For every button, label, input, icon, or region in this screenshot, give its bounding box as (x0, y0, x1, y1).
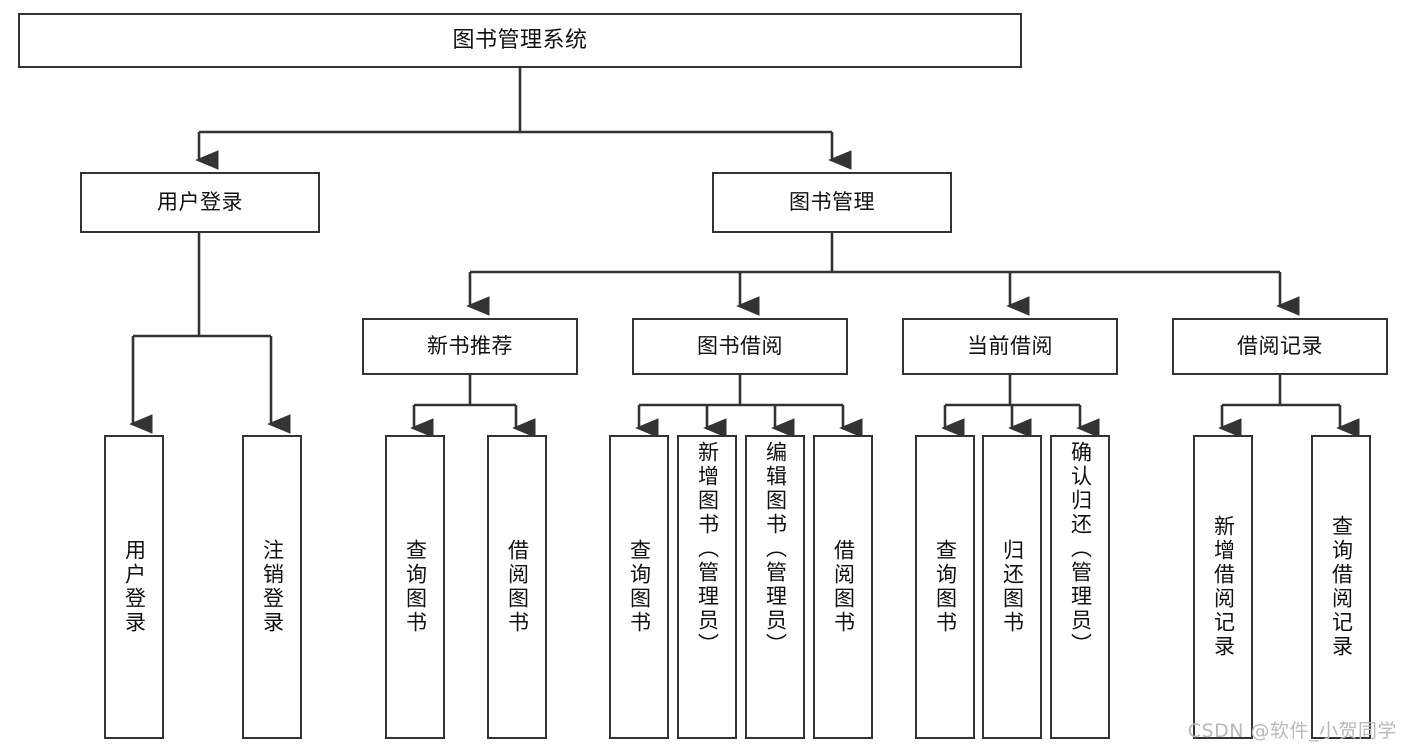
node-new-book-recommend-label: 新书推荐 (427, 334, 513, 359)
node-book-manage-label: 图书管理 (789, 190, 875, 215)
leaf-current-borrow-3[interactable]: 确认归还（管理员） (1050, 435, 1110, 739)
node-book-borrow-label: 图书借阅 (697, 334, 783, 359)
leaf-borrow-record-2[interactable]: 查询借阅记录 (1311, 435, 1371, 739)
node-book-manage[interactable]: 图书管理 (712, 172, 952, 233)
node-borrow-record[interactable]: 借阅记录 (1172, 318, 1388, 375)
node-user-login-label: 用户登录 (157, 190, 243, 215)
leaf-book-borrow-2[interactable]: 新增图书（管理员） (677, 435, 737, 739)
leaf-user-login-1[interactable]: 用户登录 (104, 435, 164, 739)
leaf-user-login-1-label: 用户登录 (122, 539, 147, 635)
leaf-new-book-2[interactable]: 借阅图书 (487, 435, 547, 739)
leaf-new-book-1-label: 查询图书 (403, 539, 428, 635)
leaf-current-borrow-1-label: 查询图书 (933, 539, 958, 635)
leaf-book-borrow-4[interactable]: 借阅图书 (813, 435, 873, 739)
leaf-current-borrow-1[interactable]: 查询图书 (915, 435, 975, 739)
leaf-user-login-2[interactable]: 注销登录 (242, 435, 302, 739)
node-new-book-recommend[interactable]: 新书推荐 (362, 318, 578, 375)
leaf-book-borrow-1[interactable]: 查询图书 (609, 435, 669, 739)
leaf-current-borrow-2[interactable]: 归还图书 (982, 435, 1042, 739)
leaf-current-borrow-2-label: 归还图书 (1000, 539, 1025, 635)
leaf-new-book-1[interactable]: 查询图书 (385, 435, 445, 739)
leaf-book-borrow-4-label: 借阅图书 (831, 539, 856, 635)
node-root-label: 图书管理系统 (452, 27, 588, 53)
node-current-borrow[interactable]: 当前借阅 (902, 318, 1118, 375)
node-borrow-record-label: 借阅记录 (1237, 334, 1323, 359)
node-current-borrow-label: 当前借阅 (967, 334, 1053, 359)
leaf-borrow-record-1-label: 新增借阅记录 (1211, 515, 1236, 659)
leaf-book-borrow-3-label: 编辑图书（管理员） (763, 441, 788, 657)
leaf-book-borrow-1-label: 查询图书 (627, 539, 652, 635)
leaf-user-login-2-label: 注销登录 (260, 539, 285, 635)
leaf-new-book-2-label: 借阅图书 (505, 539, 530, 635)
watermark: CSDN @软件_小贺同学 (1187, 720, 1397, 742)
leaf-book-borrow-3[interactable]: 编辑图书（管理员） (745, 435, 805, 739)
leaf-current-borrow-3-label: 确认归还（管理员） (1068, 441, 1093, 657)
node-book-borrow[interactable]: 图书借阅 (632, 318, 848, 375)
leaf-book-borrow-2-label: 新增图书（管理员） (695, 441, 720, 657)
leaf-borrow-record-1[interactable]: 新增借阅记录 (1193, 435, 1253, 739)
node-root[interactable]: 图书管理系统 (18, 13, 1022, 68)
node-user-login[interactable]: 用户登录 (80, 172, 320, 233)
leaf-borrow-record-2-label: 查询借阅记录 (1329, 515, 1354, 659)
